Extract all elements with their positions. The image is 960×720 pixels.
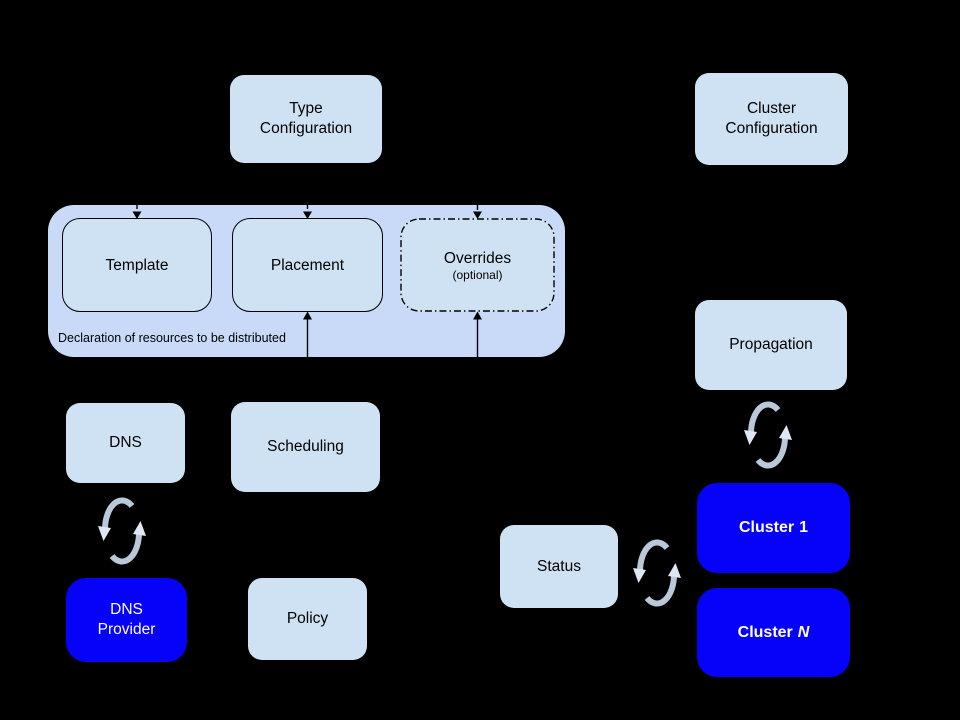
cluster-1-box: Cluster 1 xyxy=(697,483,850,573)
cluster-1-label-suffix: 1 xyxy=(799,519,809,536)
status-box: Status xyxy=(500,525,618,608)
policy-label: Policy xyxy=(286,610,329,627)
overrides-optional-note: (optional) xyxy=(452,267,503,282)
dns-provider-label-line2: Provider xyxy=(97,621,156,638)
policy-box: Policy xyxy=(248,578,367,660)
propagation-box: Propagation xyxy=(695,300,847,390)
type-configuration-box: Type Configuration xyxy=(230,75,382,163)
sync-icon xyxy=(633,539,681,607)
sync-icon xyxy=(744,401,792,469)
cluster-1-label: Cluster 1 xyxy=(739,518,808,538)
scheduling-box: Scheduling xyxy=(231,402,380,492)
dns-box: DNS xyxy=(66,403,185,483)
template-label: Template xyxy=(105,256,169,274)
overrides-label: Overrides xyxy=(443,249,512,267)
cluster-n-label: Cluster N xyxy=(738,623,810,643)
type-configuration-label-line1: Type xyxy=(289,100,323,117)
cluster-configuration-box: Cluster Configuration xyxy=(695,73,848,165)
cluster-configuration-label-line2: Configuration xyxy=(725,120,818,137)
dns-label: DNS xyxy=(109,434,142,451)
overrides-box: Overrides (optional) xyxy=(400,218,555,312)
cluster-n-box: Cluster N xyxy=(697,588,850,677)
propagation-label: Propagation xyxy=(729,336,813,353)
type-configuration-label-line2: Configuration xyxy=(259,120,353,137)
cluster-n-label-suffix: N xyxy=(797,623,810,641)
sync-icon xyxy=(98,497,146,565)
placement-label: Placement xyxy=(270,256,345,274)
template-box: Template xyxy=(62,218,212,312)
placement-box: Placement xyxy=(232,218,383,312)
status-label: Status xyxy=(537,557,581,575)
flow-arrows xyxy=(132,205,482,357)
dns-provider-box: DNS Provider xyxy=(66,578,187,662)
resource-declaration-group: Template Placement Overrides (optional) … xyxy=(48,205,565,357)
dns-provider-label-line1: DNS xyxy=(110,601,143,618)
cluster-1-label-prefix: Cluster xyxy=(738,519,795,536)
cluster-n-label-prefix: Cluster xyxy=(737,623,793,641)
scheduling-label: Scheduling xyxy=(267,438,344,455)
resource-declaration-caption: Declaration of resources to be distribut… xyxy=(58,331,286,345)
cluster-configuration-label-line1: Cluster xyxy=(746,100,797,117)
